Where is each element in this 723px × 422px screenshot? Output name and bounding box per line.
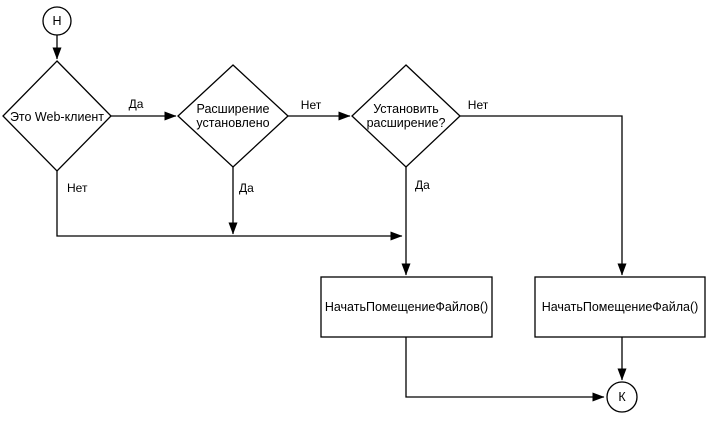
process-put-file xyxy=(534,276,706,338)
decision-install-extension-label-line2: расширение? xyxy=(367,116,446,130)
edge-put-files-to-end xyxy=(405,337,605,402)
end-terminator-label: К xyxy=(618,390,626,404)
edge-label-install-extension-no: Нет xyxy=(468,98,489,112)
decision-extension-installed-label-line2: установлено xyxy=(196,116,269,130)
edge-label-web-client-yes: Да xyxy=(129,97,144,111)
edge-install-extension-no xyxy=(460,115,627,276)
edge-label-extension-installed-no: Нет xyxy=(301,98,322,112)
end-terminator xyxy=(606,381,638,413)
edge-web-client-no xyxy=(56,171,403,241)
decision-web-client-label: Это Web-клиент xyxy=(10,110,104,124)
decision-install-extension-label-line1: Установить xyxy=(373,102,439,116)
decision-extension-installed-label-line1: Расширение xyxy=(197,102,270,116)
process-put-files-label: НачатьПомещениеФайлов() xyxy=(325,300,488,314)
start-terminator-label: Н xyxy=(52,14,61,28)
process-put-file-label: НачатьПомещениеФайла() xyxy=(542,300,699,314)
edge-label-install-extension-yes: Да xyxy=(415,178,430,192)
edge-label-web-client-no: Нет xyxy=(67,181,88,195)
edge-label-extension-installed-yes: Да xyxy=(239,181,254,195)
